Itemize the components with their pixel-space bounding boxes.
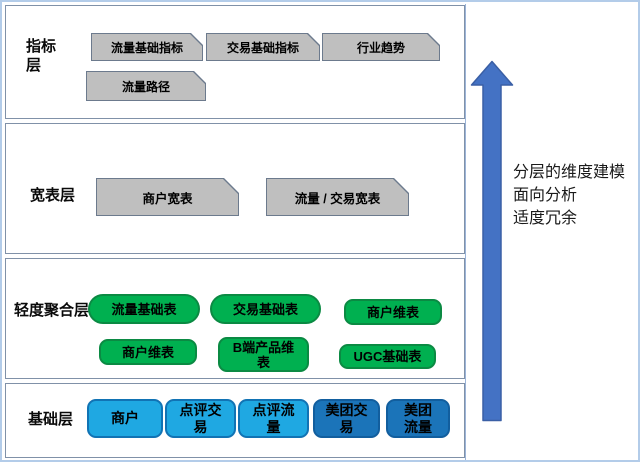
wide-box-traffic-trade: 流量 / 交易宽表 (267, 179, 408, 215)
agg-box-traffic-base: 流量基础表 (88, 294, 200, 324)
layer-indicator: 指标层 流量基础指标 交易基础指标 行业趋势 流量路径 (5, 5, 465, 119)
base-box-dianping-trade: 点评交易 (165, 399, 236, 438)
layer-wide-table: 宽表层 商户宽表 流量 / 交易宽表 (5, 123, 465, 254)
annotation-line: 面向分析 (513, 187, 578, 204)
agg-box-merchant-dim-1: 商户维表 (344, 299, 442, 325)
annotation-panel: 分层的维度建模 面向分析 适度冗余 (465, 4, 638, 460)
annotation-text: 分层的维度建模 面向分析 适度冗余 (513, 161, 625, 230)
layer-label-light-aggregation: 轻度聚合层 (14, 302, 90, 319)
box-label: 流量基础指标 (92, 34, 202, 60)
layer-label-base: 基础层 (28, 411, 74, 428)
indicator-box-trade-metrics: 交易基础指标 (207, 34, 319, 60)
agg-box-merchant-dim-2: 商户维表 (99, 339, 197, 365)
base-box-meituan-trade: 美团交易 (313, 399, 380, 438)
indicator-box-industry-trend: 行业趋势 (323, 34, 439, 60)
box-label: 行业趋势 (323, 34, 439, 60)
annotation-line: 适度冗余 (513, 210, 578, 227)
base-box-meituan-traffic: 美团流量 (386, 399, 450, 438)
indicator-box-traffic-metrics: 流量基础指标 (92, 34, 202, 60)
box-label: 商户宽表 (97, 179, 238, 215)
agg-box-trade-base: 交易基础表 (210, 294, 321, 324)
annotation-line: 分层的维度建模 (513, 164, 626, 181)
base-box-dianping-traffic: 点评流量 (238, 399, 309, 438)
wide-box-merchant: 商户宽表 (97, 179, 238, 215)
layer-label-wide-table: 宽表层 (30, 187, 76, 204)
agg-box-ugc-base: UGC基础表 (339, 344, 436, 369)
agg-box-b-product-dim: B端产品维表 (218, 337, 309, 372)
layer-light-aggregation: 轻度聚合层 流量基础表 交易基础表 商户维表 商户维表 B端产品维表 UGC基础… (5, 258, 465, 379)
up-arrow-icon (470, 60, 514, 422)
layer-label-indicator: 指标层 (26, 38, 57, 74)
box-label: 交易基础指标 (207, 34, 319, 60)
layer-base: 基础层 商户 点评交易 点评流量 美团交易 美团流量 (5, 383, 465, 458)
indicator-box-traffic-path: 流量路径 (87, 72, 205, 100)
base-box-merchant: 商户 (87, 399, 163, 438)
box-label: 流量路径 (87, 72, 205, 100)
box-label: 流量 / 交易宽表 (267, 179, 408, 215)
